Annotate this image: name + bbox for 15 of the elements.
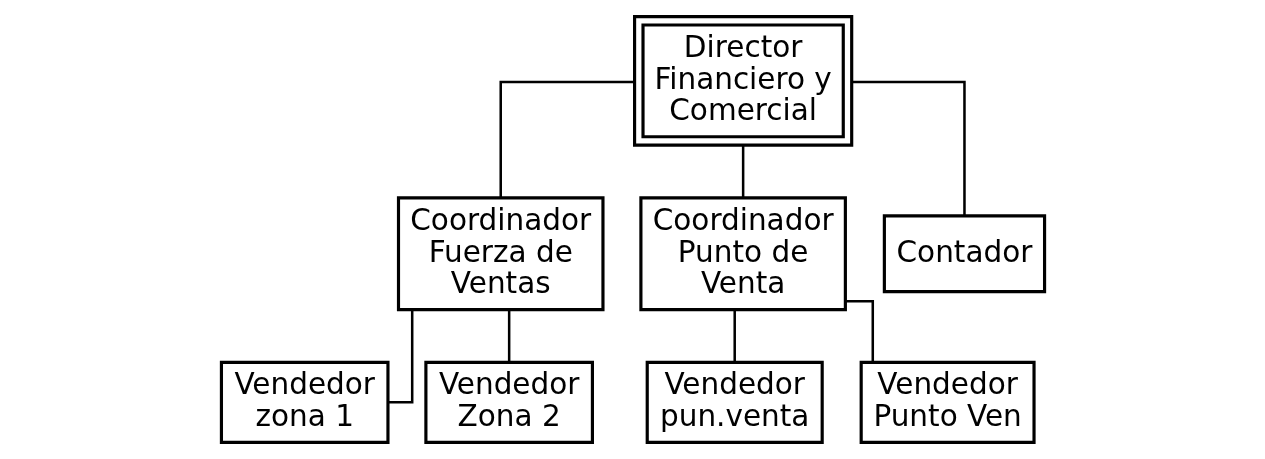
connector: [732, 309, 736, 363]
node-box: Vendedor Zona 2: [423, 360, 594, 444]
node-box: Coordinador Punto de Venta: [638, 196, 847, 312]
node-box: Contador: [882, 214, 1046, 294]
connector: [507, 309, 510, 363]
node-box: Vendedor zona 1: [219, 360, 390, 444]
node-box: Vendedor pun.venta: [645, 360, 824, 444]
node-box: Director Financiero y Comercial: [632, 15, 853, 147]
connector: [851, 80, 966, 216]
connector: [387, 309, 413, 404]
connector: [498, 80, 634, 198]
connector: [741, 145, 744, 198]
node-box: Vendedor Punto Ven: [859, 360, 1036, 444]
node-box: Coordinador Fuerza de Ventas: [396, 196, 605, 312]
connector: [845, 299, 874, 362]
